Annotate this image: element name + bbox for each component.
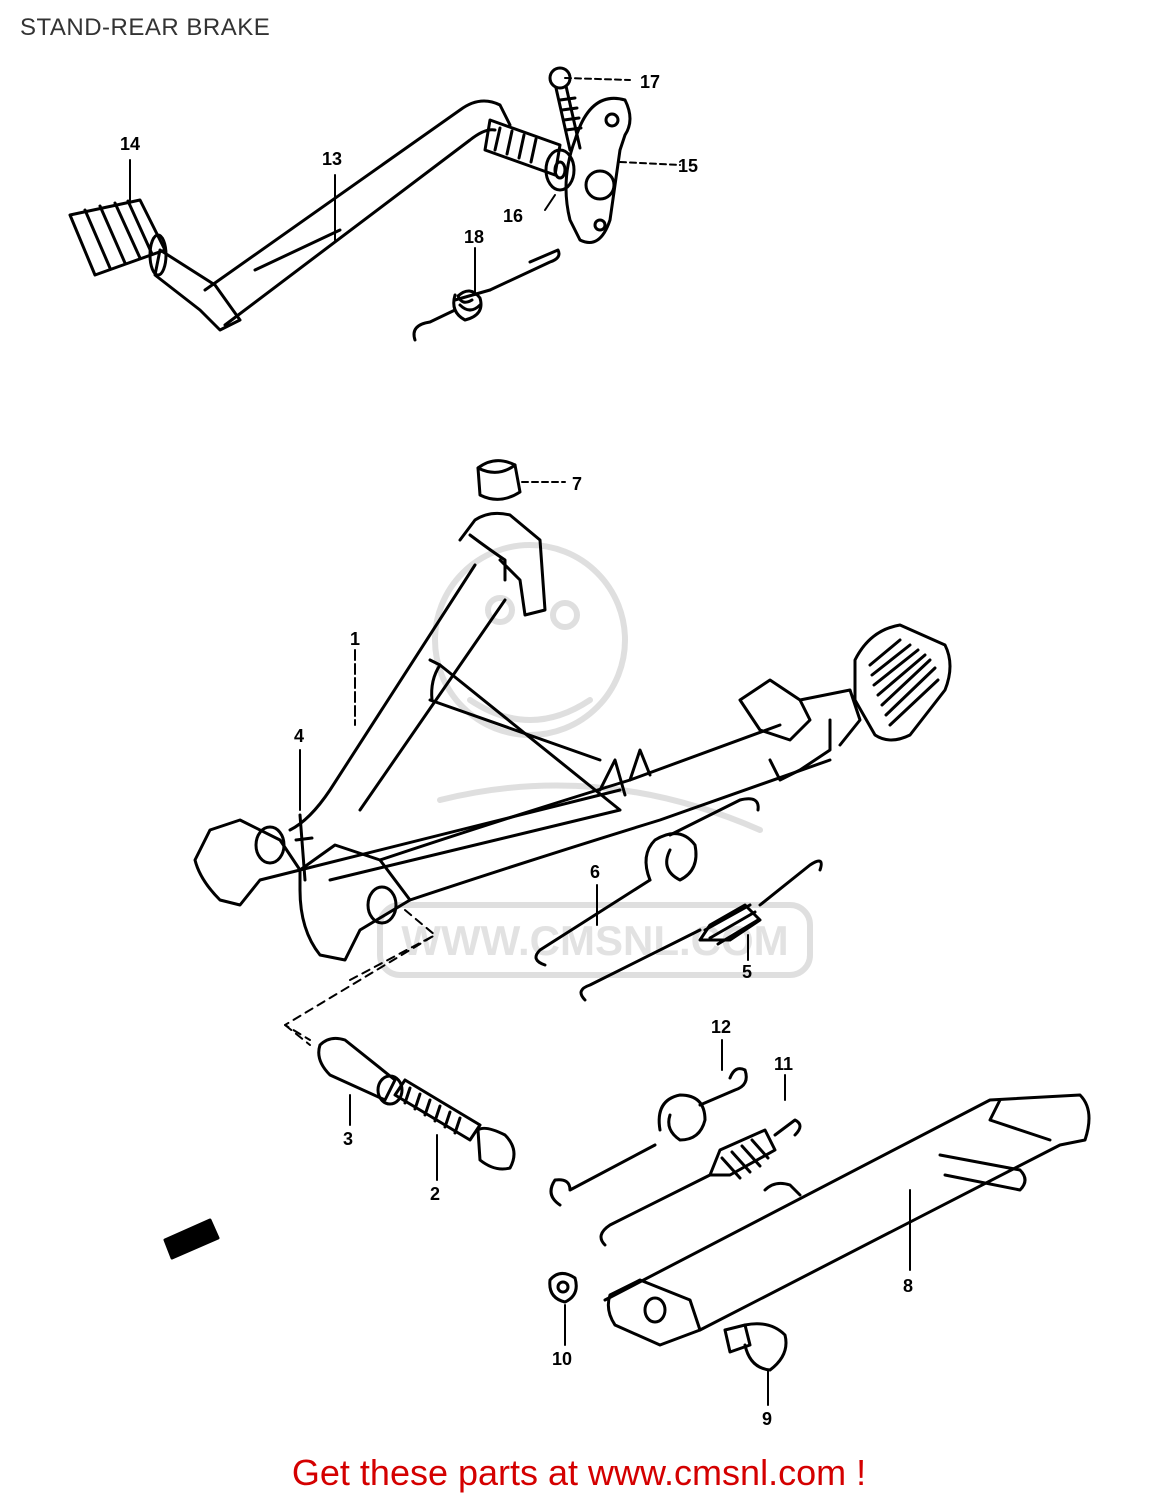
callout-9: 9 [762,1409,772,1429]
part-4-pin [294,813,314,882]
part-14-footpeg-rubber [68,198,168,277]
leader-bracket [284,909,436,1046]
part-2-bolt [393,1078,516,1171]
part-9-pivot-bolt [723,1322,788,1372]
callout-7: 7 [572,474,582,494]
part-11-spring [599,1118,802,1247]
callout-15: 15 [678,156,698,176]
callout-13: 13 [322,149,342,169]
part-8-side-stand [603,1093,1091,1347]
part-10-washer [548,1272,578,1304]
callout-5: 5 [742,962,752,982]
page-title: STAND-REAR BRAKE [20,14,271,41]
callout-4: 4 [294,726,304,746]
small-clip [163,1218,220,1260]
callout-3: 3 [343,1129,353,1149]
part-18-spring [412,248,561,342]
callout-6: 6 [590,862,600,882]
cmsnl-link[interactable]: Get these parts at www.cmsnl.com ! [291,1452,867,1493]
callout-10: 10 [552,1349,572,1369]
part-1-main-stand [193,511,862,962]
callout-18: 18 [464,227,484,247]
watermark-logo [377,542,813,978]
callout-14: 14 [120,134,140,154]
callout-8: 8 [903,1276,913,1296]
part-12-spring [549,1067,748,1207]
part-3-collar [317,1036,404,1106]
brake-pedal-pad [853,623,952,742]
part-7-cap [476,459,522,501]
callout-17: 17 [640,72,660,92]
part-16-washer [544,148,576,192]
callout-11: 11 [774,1054,793,1074]
parts-link-banner[interactable]: Get these parts at www.cmsnl.com ! [0,1452,1158,1494]
part-17-bolt [548,66,583,152]
callout-1: 1 [350,629,360,649]
part-15-brake-arm [564,97,632,244]
callout-16: 16 [503,206,523,226]
part-5-spring [579,859,823,1002]
callout-2: 2 [430,1184,440,1204]
part-6-spring [534,797,760,967]
leader-lines [129,77,911,1406]
part-13-brake-lever [153,99,562,332]
callout-12: 12 [711,1017,731,1037]
